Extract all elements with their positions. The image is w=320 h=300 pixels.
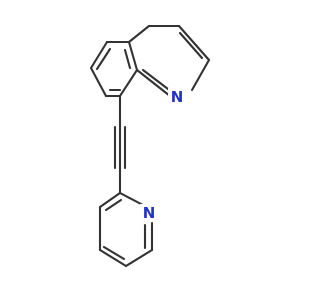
bond-py-c3-c2-inner [104,198,123,212]
bond-n1-c8a-inner [141,68,170,91]
atom-labels: N N [140,88,187,222]
pyridine-nitrogen-bg [140,204,159,222]
bond-n1-c8a [135,68,172,98]
bond-py-c2-n [118,191,145,207]
quinoline-nitrogen-label: N [171,88,184,106]
bond-c6-c7 [89,66,108,98]
bond-c3-c2 [177,24,211,62]
bond-c2-n1 [190,58,211,92]
bond-py-c5-c4 [98,248,128,268]
bond-py-c5-c4-inner [102,245,126,261]
bond-c5-c6 [89,40,109,70]
bond-c8-c8a [118,68,139,98]
bond-c5-c6-inner [95,47,112,71]
molecule-structure: N N [89,24,211,268]
pyridine-nitrogen-label: N [143,204,156,222]
bonds [89,24,211,268]
bond-c8a-c4a-inner [123,48,132,70]
bond-c3-c2-inner [178,31,204,60]
bond-py-c3-c2 [98,191,122,209]
bond-c4a-c4 [127,24,151,44]
bond-py-c6-c5 [124,248,154,268]
bond-c8a-c4a [127,40,139,72]
quinoline-nitrogen-bg [168,88,187,106]
